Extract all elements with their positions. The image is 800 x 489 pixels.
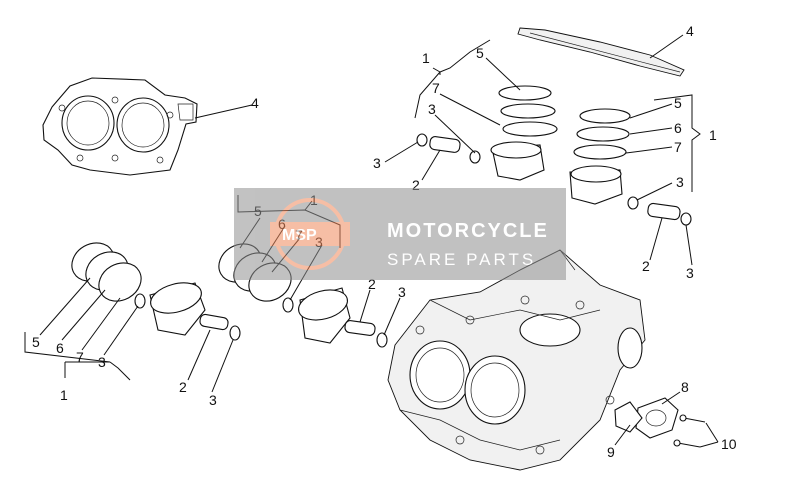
callout-7-right: 7 — [674, 139, 682, 155]
callouts: 4 4 1 5 7 3 3 2 5 6 1 7 3 2 3 5 6 7 3 1 … — [32, 23, 737, 460]
piston-group-right — [569, 108, 692, 226]
callout-2-center: 2 — [368, 276, 376, 292]
bolts — [673, 414, 706, 448]
callout-3-left-a: 3 — [98, 354, 106, 370]
watermark-logo: MSP — [270, 198, 350, 270]
watermark-logo-text: MSP — [282, 227, 317, 244]
callout-5-top: 5 — [476, 45, 484, 61]
callout-6-left: 6 — [56, 340, 64, 356]
callout-2-right: 2 — [642, 258, 650, 274]
callout-6-right: 6 — [674, 120, 682, 136]
head-gasket-top-right — [517, 27, 685, 77]
callout-3-top-a: 3 — [428, 101, 436, 117]
piston-group-left — [71, 242, 241, 341]
callout-3-top-b: 3 — [373, 155, 381, 171]
callout-2-left: 2 — [179, 379, 187, 395]
callout-10: 10 — [721, 436, 737, 452]
callout-5-left: 5 — [32, 334, 40, 350]
callout-7-top: 7 — [432, 80, 440, 96]
callout-3-center-b: 3 — [398, 284, 406, 300]
callout-9: 9 — [607, 444, 615, 460]
callout-3-right-b: 3 — [686, 265, 694, 281]
leader-lines — [39, 34, 719, 448]
callout-3-left-b: 3 — [209, 392, 217, 408]
head-gasket-left — [42, 77, 198, 176]
callout-3-right-a: 3 — [676, 174, 684, 190]
watermark: MSP MOTORCYCLE SPARE PARTS — [234, 188, 566, 280]
watermark-brand: MOTORCYCLE — [387, 220, 549, 242]
callout-4-gasket-left: 4 — [251, 95, 259, 111]
piston-group-top-center — [416, 85, 558, 181]
callout-8: 8 — [681, 379, 689, 395]
engine-crankcase — [387, 249, 646, 471]
callout-1-left: 1 — [60, 387, 68, 403]
watermark-subtitle: SPARE PARTS — [387, 250, 536, 269]
thermostat-cover — [614, 397, 679, 439]
callout-5-right: 5 — [674, 95, 682, 111]
callout-1-right: 1 — [709, 127, 717, 143]
callout-4-gasket-right: 4 — [686, 23, 694, 39]
callout-7-left: 7 — [76, 349, 84, 365]
callout-1-top: 1 — [422, 50, 430, 66]
callout-2-top: 2 — [412, 177, 420, 193]
